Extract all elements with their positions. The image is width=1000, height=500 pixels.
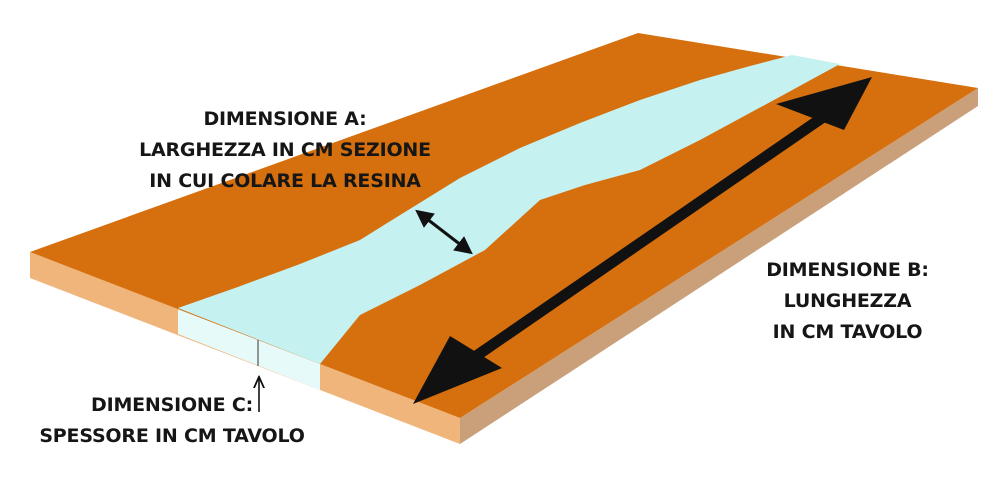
dimension-b-title: DIMENSIONE B: — [766, 259, 929, 281]
dimension-c-line-2: SPESSORE IN CM TAVOLO — [39, 425, 305, 447]
dimension-c-label: DIMENSIONE C: SPESSORE IN CM TAVOLO — [12, 390, 332, 452]
resin-river — [178, 55, 840, 364]
dimension-b-line-3: IN CM TAVOLO — [772, 321, 923, 343]
table-right-edge — [460, 88, 978, 444]
dimension-b-line-2: LUNGHEZZA — [783, 290, 912, 312]
dimension-b-arrow-shaft — [446, 106, 836, 379]
dimension-b-arrowhead-bottom — [413, 336, 502, 404]
dimension-a-title: DIMENSIONE A: — [203, 108, 367, 130]
dimension-b-arrowhead-top — [776, 77, 872, 130]
dimension-c-title: DIMENSIONE C: — [91, 394, 253, 416]
dimension-a-arrow — [415, 209, 473, 255]
resin-front-edge — [178, 308, 320, 390]
dimension-a-label: DIMENSIONE A: LARGHEZZA IN CM SEZIONE IN… — [100, 104, 470, 197]
dimension-a-line-2: LARGHEZZA IN CM SEZIONE — [139, 139, 431, 161]
dimension-a-line-3: IN CUI COLARE LA RESINA — [149, 170, 421, 192]
dimension-b-label: DIMENSIONE B: LUNGHEZZA IN CM TAVOLO — [740, 255, 955, 348]
